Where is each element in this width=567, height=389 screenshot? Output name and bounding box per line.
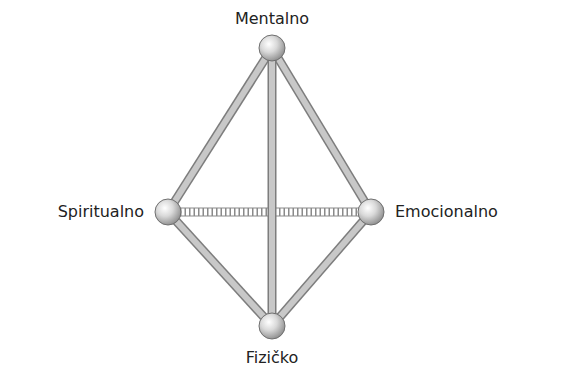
connector-bar	[278, 58, 365, 201]
connector-bar	[174, 58, 265, 202]
connector-bar	[280, 221, 363, 317]
sphere-shape	[154, 198, 182, 226]
node-label: Spiritualno	[58, 202, 144, 221]
connector-bar	[272, 60, 273, 314]
node-label: Fizičko	[246, 348, 299, 367]
node-label: Emocionalno	[395, 202, 498, 221]
sphere-shape	[258, 312, 286, 340]
sphere-shape	[258, 34, 286, 62]
sphere-node: Emocionalno	[357, 198, 385, 226]
sphere-node: Mentalno	[258, 34, 286, 62]
sphere-node: Spiritualno	[154, 198, 182, 226]
sphere-shape	[357, 198, 385, 226]
connector-bar	[176, 221, 264, 317]
sphere-node: Fizičko	[258, 312, 286, 340]
node-label: Mentalno	[235, 9, 309, 28]
